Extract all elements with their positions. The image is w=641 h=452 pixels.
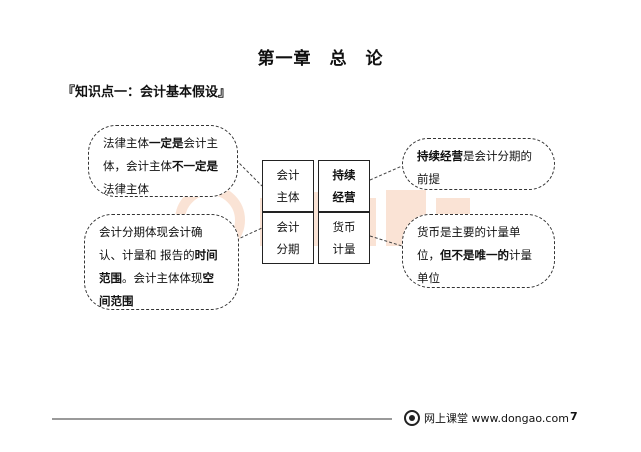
section-heading: 『知识点一：会计基本假设』 [62, 85, 232, 100]
footer-site: 网上课堂 www.dongao.com [424, 412, 569, 425]
callout-monetary-unit: 货币是主要的计量单位，但不是唯一的计量单位 [402, 214, 555, 288]
page-number: 7 [570, 410, 578, 423]
dongao-logo-icon [404, 410, 420, 426]
footer-divider [52, 418, 392, 420]
cell-monetary-measurement: 货币计量 [318, 212, 370, 264]
cell-accounting-period: 会计分期 [262, 212, 314, 264]
cell-going-concern: 持续经营 [318, 160, 370, 212]
callout-legal-entity: 法律主体一定是会计主体，会计主体不一定是法律主体 [88, 125, 238, 197]
callout-time-space-range: 会计分期体现会计确认、计量和 报告的时间范围。会计主体体现空间范围 [84, 214, 239, 310]
callout-going-concern: 持续经营是会计分期的前提 [402, 138, 555, 190]
cell-accounting-entity: 会计主体 [262, 160, 314, 212]
chapter-title: 第一章 总 论 [257, 49, 384, 69]
